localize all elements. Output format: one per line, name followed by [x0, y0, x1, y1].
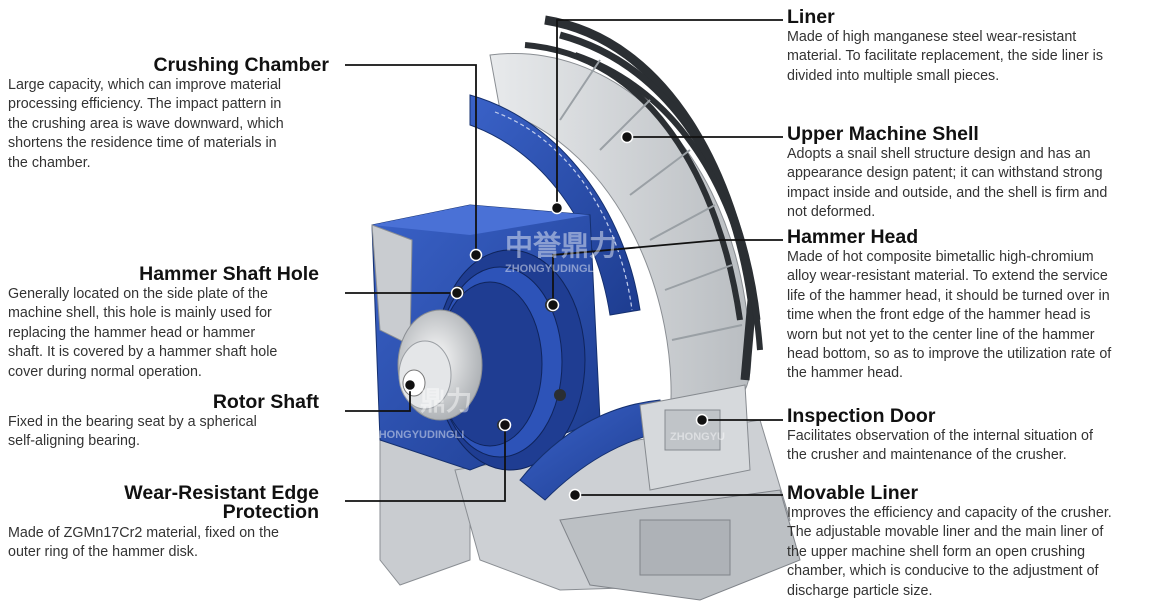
- desc-line: Made of high manganese steel wear-resist…: [787, 29, 1077, 45]
- hammer-shaft-hole-desc: Generally located on the side plate of t…: [8, 285, 338, 382]
- upper-machine-shell: [489, 15, 763, 421]
- desc-line: the crusher and maintenance of the crush…: [787, 447, 1067, 464]
- desc-line: self-aligning bearing.: [8, 433, 140, 450]
- desc-line: Large capacity, which can improve materi…: [8, 77, 282, 93]
- desc-line: The adjustable movable liner and the mai…: [787, 524, 1104, 541]
- inspection-door: [639, 384, 751, 491]
- desc-line: shaft. It is covered by a hammer shaft h…: [8, 344, 278, 361]
- desc-line: shortens the residence time of materials…: [8, 135, 277, 152]
- liner-desc: Made of high manganese steel wear-resist…: [787, 28, 1157, 86]
- desc-line: the upper machine shell form an open cru…: [787, 543, 1086, 560]
- hammer-head-title: Hammer Head: [787, 226, 919, 248]
- upper-shell-title: Upper Machine Shell: [787, 123, 979, 145]
- rotor-shaft-desc: Fixed in the bearing seat by a spherical…: [8, 413, 338, 452]
- hammer-shaft-hole-title: Hammer Shaft Hole: [139, 263, 319, 285]
- movable-liner-desc: Improves the efficiency and capacity of …: [787, 504, 1157, 601]
- watermark-door-sub: ZHONGYU: [670, 431, 725, 443]
- desc-line: the hammer head.: [787, 365, 904, 382]
- crushing-chamber-desc: Large capacity, which can improve materi…: [8, 76, 338, 173]
- desc-line: processing efficiency. The impact patter…: [8, 96, 282, 113]
- desc-line: worn but not yet to the center line of t…: [787, 326, 1095, 343]
- desc-line: the chamber.: [8, 154, 91, 171]
- watermark: 中誉鼎力 ZHONGYUDINGLI 鼎力 ZHONGYUDINGLI ZHON…: [372, 230, 725, 443]
- leader-dots: [403, 130, 709, 502]
- desc-line: discharge particle size.: [787, 582, 933, 599]
- desc-line: not deformed.: [787, 204, 876, 221]
- upper-shell-desc: Adopts a snail shell structure design an…: [787, 145, 1157, 223]
- wear-resistant-title-1: Wear-Resistant Edge: [124, 482, 319, 504]
- desc-line: machine shell, this hole is mainly used …: [8, 305, 272, 322]
- desc-line: replacing the hammer head or hammer: [8, 324, 256, 341]
- wear-resistant-title-2: Protection: [222, 501, 319, 523]
- leader-lines: [345, 19, 783, 502]
- desc-line: impact inside and outside, and the shell…: [787, 184, 1108, 201]
- desc-line: Generally located on the side plate of t…: [8, 286, 268, 302]
- watermark-bottom-sub: ZHONGYUDINGLI: [372, 429, 464, 441]
- desc-line: cover during normal operation.: [8, 363, 202, 380]
- liner: [469, 94, 641, 316]
- desc-line: Improves the efficiency and capacity of …: [787, 505, 1112, 521]
- desc-line: life of the hammer head, it should be tu…: [787, 287, 1110, 304]
- crushing-chamber-title: Crushing Chamber: [153, 54, 329, 76]
- rotor-shaft-title: Rotor Shaft: [212, 391, 319, 413]
- desc-line: appearance design patent; it can withsta…: [787, 165, 1103, 182]
- desc-line: Adopts a snail shell structure design an…: [787, 146, 1091, 162]
- wear-resistant-desc: Made of ZGMn17Cr2 material, fixed on the…: [8, 524, 338, 563]
- desc-line: Made of hot composite bimetallic high-ch…: [787, 249, 1094, 265]
- inspection-door-title: Inspection Door: [787, 405, 936, 427]
- desc-line: material. To facilitate replacement, the…: [787, 48, 1104, 65]
- desc-line: the crushing area is wave downward, whic…: [8, 115, 284, 132]
- desc-line: alloy wear-resistant material. To extend…: [787, 268, 1108, 285]
- inspection-door-desc: Facilitates observation of the internal …: [787, 427, 1157, 466]
- desc-line: time when the front edge of the hammer h…: [787, 307, 1091, 324]
- desc-line: outer ring of the hammer disk.: [8, 544, 198, 561]
- desc-line: chamber, which is conducive to the adjus…: [787, 563, 1099, 580]
- desc-line: head bottom, so as to improve the utiliz…: [787, 346, 1112, 363]
- desc-line: Made of ZGMn17Cr2 material, fixed on the: [8, 525, 279, 541]
- desc-line: Fixed in the bearing seat by a spherical: [8, 414, 257, 430]
- watermark-top: 中誉鼎力: [505, 230, 617, 261]
- liner-title: Liner: [787, 6, 835, 28]
- hammer-head-desc: Made of hot composite bimetallic high-ch…: [787, 248, 1157, 384]
- watermark-bottom: 鼎力: [420, 386, 472, 416]
- desc-line: Facilitates observation of the internal …: [787, 428, 1093, 444]
- movable-liner-title: Movable Liner: [787, 482, 919, 504]
- watermark-top-sub: ZHONGYUDINGLI: [505, 263, 597, 275]
- desc-line: divided into multiple small pieces.: [787, 67, 1000, 84]
